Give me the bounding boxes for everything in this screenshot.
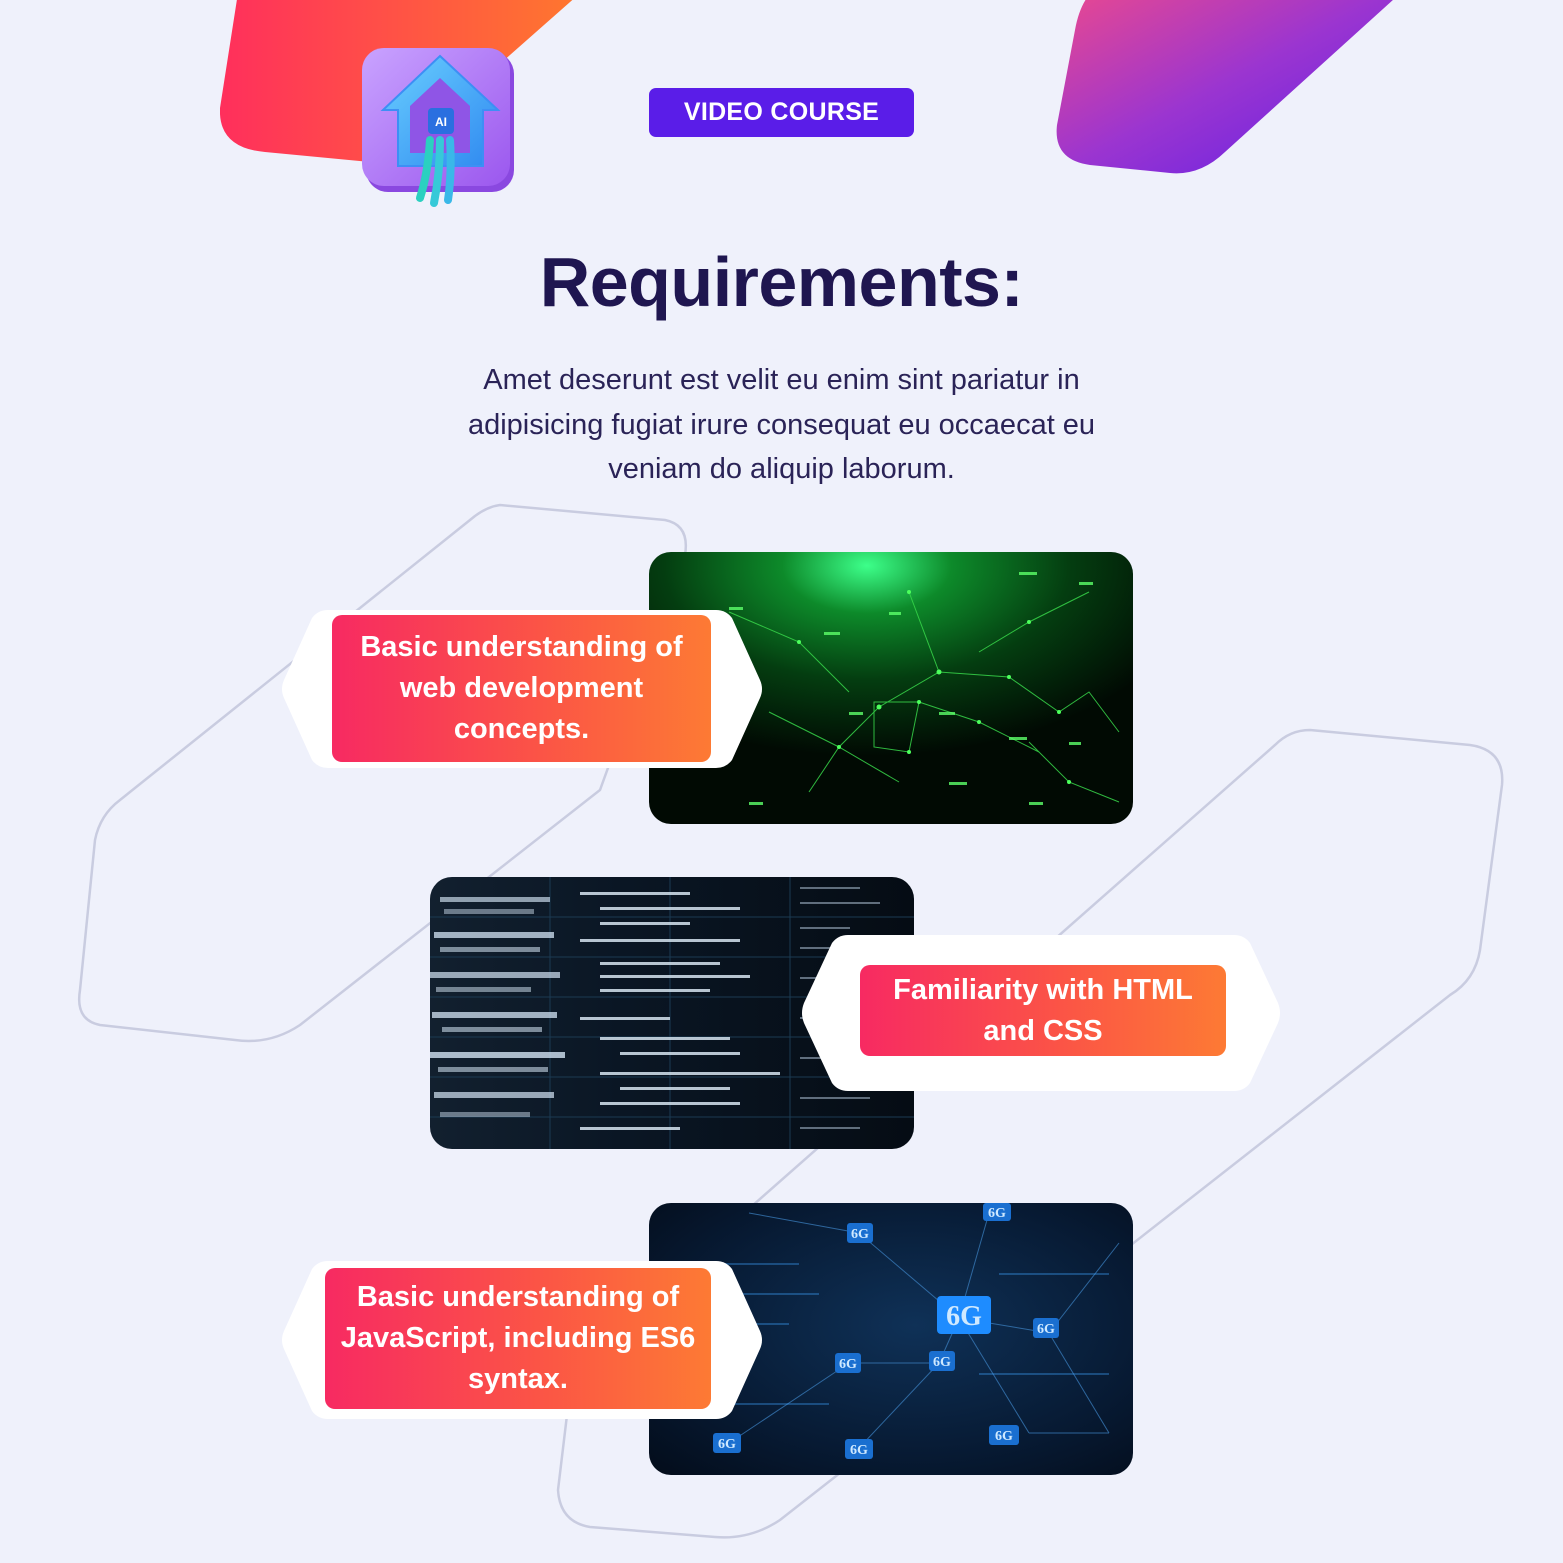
requirement-text: Familiarity with HTML and CSS — [860, 965, 1226, 1056]
requirement-card-3: Basic understanding of JavaScript, inclu… — [280, 1261, 764, 1419]
requirement-card-2: Familiarity with HTML and CSS — [800, 935, 1282, 1091]
requirement-card-1: Basic understanding of web development c… — [280, 610, 764, 768]
page-title: Requirements: — [539, 243, 1024, 321]
6g-label-small-5: 6G — [1037, 1322, 1055, 1337]
6g-label-small-2: 6G — [988, 1206, 1006, 1221]
logo-ai-text: AI — [435, 115, 447, 129]
decorative-shape-purple — [1056, 0, 1393, 174]
6g-label-small-1: 6G — [851, 1227, 869, 1242]
6g-label-large: 6G — [946, 1301, 982, 1332]
6g-label-small-6: 6G — [995, 1429, 1013, 1444]
page-description: Amet deserunt est velit eu enim sint par… — [467, 364, 1096, 485]
6g-label-small-7: 6G — [850, 1443, 868, 1458]
6g-network-image: 6G 6G 6G 6G 6G 6G 6G 6G 6G — [649, 1203, 1133, 1475]
requirement-text: Basic understanding of web development c… — [332, 615, 711, 762]
requirement-text: Basic understanding of JavaScript, inclu… — [325, 1268, 711, 1409]
6g-label-small-8: 6G — [718, 1437, 736, 1452]
ai-house-icon: AI — [362, 48, 514, 207]
6g-label-small-4: 6G — [933, 1355, 951, 1370]
video-course-badge: VIDEO COURSE — [649, 88, 914, 137]
6g-label-small-3: 6G — [839, 1357, 857, 1372]
